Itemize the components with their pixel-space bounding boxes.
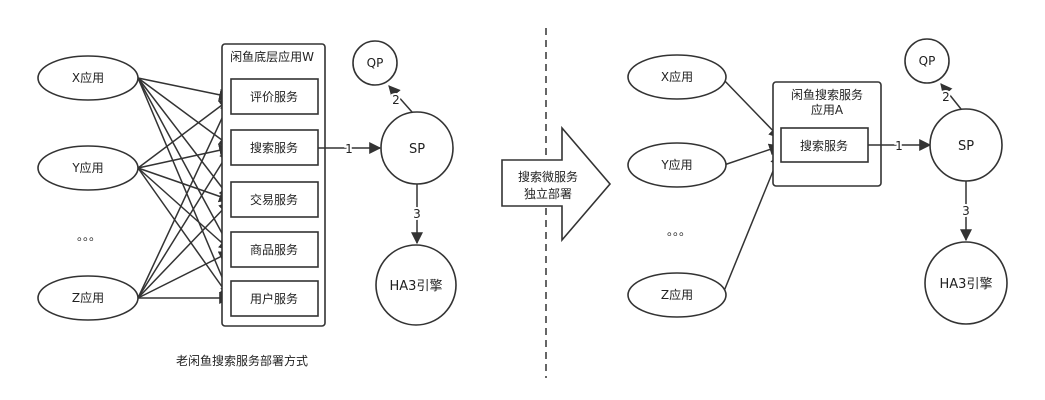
right-container-title-line2: 应用A	[811, 102, 844, 117]
right-service-search	[780, 127, 869, 163]
left-service-trade-label: 交易服务	[250, 192, 298, 207]
edge-y-to-search	[137, 144, 232, 169]
left-z-app-label: Z应用	[72, 290, 104, 305]
right-edge-x-to-search	[721, 77, 781, 139]
left-service-user	[230, 280, 319, 317]
right-x-app-node	[627, 54, 727, 100]
left-z-app-node	[37, 275, 139, 321]
left-service-product	[230, 231, 319, 268]
left-ellipsis: 。。。	[77, 229, 101, 243]
right-edge-label-2: 2	[942, 90, 950, 104]
right-edge-label-1: 1	[895, 139, 903, 153]
right-y-app-node	[627, 142, 727, 188]
left-container-title: 闲鱼底层应用W	[230, 49, 314, 64]
left-edge-label-1: 1	[345, 142, 353, 156]
right-qp-label: QP	[919, 54, 936, 68]
left-app-service-edges	[137, 77, 232, 304]
edge-y-to-product	[137, 167, 231, 251]
edge-z-to-search	[137, 148, 231, 299]
right-edge-y-to-search	[723, 143, 782, 166]
right-y-app-label: Y应用	[660, 157, 692, 172]
right-ellipsis: 。。。	[667, 224, 691, 238]
transition-arrow: 搜索微服务 独立部署	[501, 125, 612, 243]
left-x-app-label: X应用	[72, 70, 104, 85]
left-engine-node	[375, 244, 457, 326]
left-edge-sp-to-qp	[388, 85, 413, 113]
right-z-app-node	[627, 272, 727, 318]
edge-z-to-trade	[137, 201, 231, 299]
right-edge-z-to-search	[721, 152, 782, 297]
left-edge-label-3: 3	[413, 207, 421, 221]
right-container-title-line1: 闲鱼搜索服务	[791, 87, 863, 102]
left-service-user-label: 用户服务	[250, 291, 298, 306]
left-x-app-node	[37, 55, 139, 101]
left-qp-label: QP	[367, 56, 384, 70]
transition-label-line1: 搜索微服务	[518, 169, 578, 184]
left-service-product-label: 商品服务	[250, 242, 298, 257]
transition-label-line2: 独立部署	[524, 186, 572, 201]
left-sp-label: SP	[409, 142, 425, 157]
big-arrow-shape	[501, 125, 612, 243]
left-service-search-label: 搜索服务	[250, 140, 298, 155]
edge-y-to-user	[137, 167, 231, 299]
edge-x-to-product	[137, 77, 231, 250]
left-service-review-label: 评价服务	[250, 89, 298, 104]
left-engine-label: HA3引擎	[390, 279, 443, 294]
right-sp-label: SP	[958, 139, 974, 154]
edge-z-to-product	[137, 251, 232, 299]
left-caption: 老闲鱼搜索服务部署方式	[176, 353, 308, 368]
left-edge-label-2: 2	[392, 93, 400, 107]
left-y-app-label: Y应用	[71, 160, 103, 175]
edge-x-to-trade	[137, 77, 231, 199]
right-diagram: X应用 Y应用 。。。 Z应用 闲鱼搜索服务 应用A 搜索服务 1 SP 2 Q…	[627, 38, 1008, 325]
left-service-review	[230, 78, 319, 115]
right-z-app-label: Z应用	[661, 287, 693, 302]
right-qp-node	[904, 38, 950, 84]
right-engine-node	[924, 241, 1008, 325]
edge-x-to-review	[137, 77, 232, 101]
right-edge-label-3: 3	[962, 204, 970, 218]
right-edge-sp-to-qp	[940, 83, 962, 110]
right-engine-label: HA3引擎	[940, 277, 993, 292]
edge-y-to-trade	[137, 167, 232, 203]
left-service-trade	[230, 181, 319, 218]
edge-y-to-review	[137, 98, 231, 169]
left-diagram: X应用 Y应用 。。。 Z应用 闲鱼底层应用W 评价服务 搜索服务 交易服务 商…	[37, 40, 457, 368]
left-y-app-node	[37, 145, 139, 191]
left-service-search	[230, 129, 319, 166]
edge-z-to-review	[137, 99, 231, 299]
right-service-search-label: 搜索服务	[800, 138, 848, 153]
left-qp-node	[352, 40, 398, 86]
right-x-app-label: X应用	[661, 69, 693, 84]
